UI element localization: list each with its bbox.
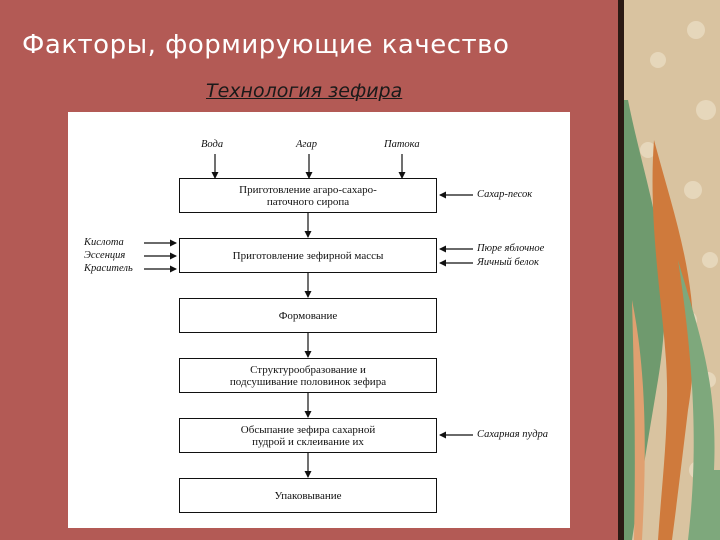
stage-mass-preparation: Приготовление зефирной массы [179, 238, 437, 273]
slide-title: Факторы, формирующие качество [22, 30, 510, 60]
input-label-agar: Агар [296, 139, 318, 150]
stage-packaging: Упаковывание [179, 478, 437, 513]
input-label-powdered-sugar: Сахарная пудра [477, 429, 549, 440]
stage-text-line: паточного сиропа [266, 195, 350, 208]
input-label-apple-puree: Пюре яблочное [477, 243, 545, 254]
stage-text-line: Упаковывание [274, 489, 342, 502]
decorative-panel [618, 0, 720, 540]
stage-text-line: подсушивание половинок зефира [229, 375, 387, 388]
stage-forming: Формование [179, 298, 437, 333]
decorative-border [618, 0, 624, 540]
stage-text-line: Обсыпание зефира сахарной [240, 423, 376, 436]
decorative-leaf-art [624, 21, 720, 540]
flow-diagram: Вода Агар Патока Приготовление агаро-сах… [68, 112, 570, 528]
stage-syrup-preparation: Приготовление агаро-сахаро-паточного сир… [179, 178, 437, 213]
diagram-arrows [144, 154, 473, 478]
input-label-sugar: Сахар-песок [477, 189, 533, 200]
input-label-essence: Эссенция [84, 250, 126, 261]
input-label-dye: Краситель [84, 263, 133, 274]
stage-text-line: пудрой и склеивание их [252, 435, 364, 448]
input-label-molasses: Патока [384, 139, 420, 150]
stage-text-line: Приготовление зефирной массы [232, 249, 384, 262]
input-label-water: Вода [201, 139, 224, 150]
input-label-egg-white: Яичный белок [477, 257, 539, 268]
input-label-acid: Кислота [84, 237, 124, 248]
slide-subtitle: Технология зефира [206, 80, 403, 102]
stage-text-line: Формование [278, 309, 338, 322]
stage-text-line: Структурообразование и [250, 363, 366, 376]
stage-text-line: Приготовление агаро-сахаро- [239, 183, 377, 196]
